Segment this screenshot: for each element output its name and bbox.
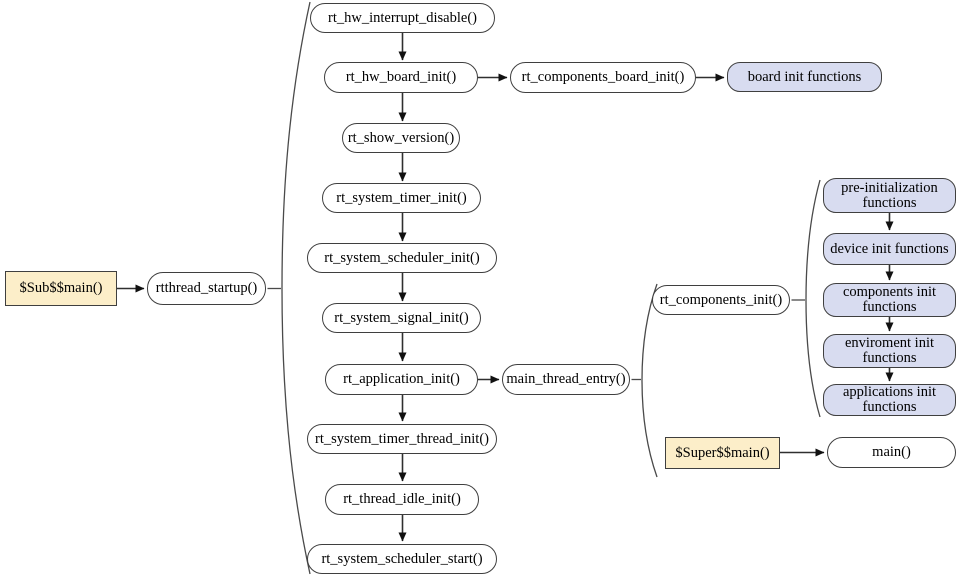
node-rtthread-startup: rtthread_startup()	[147, 272, 266, 305]
node-main: main()	[827, 437, 956, 468]
node-rt-hw-board-init: rt_hw_board_init()	[324, 62, 478, 93]
node-rt-system-signal-init: rt_system_signal_init()	[322, 303, 481, 333]
node-applications-init-functions: applications init functions	[823, 384, 956, 416]
node-main-thread-entry: main_thread_entry()	[502, 364, 630, 395]
node-rt-system-scheduler-init: rt_system_scheduler_init()	[307, 243, 497, 273]
node-rt-components-init: rt_components_init()	[652, 285, 790, 315]
node-board-init-functions: board init functions	[727, 62, 882, 92]
node-sub-main: $Sub$$main()	[5, 271, 117, 306]
brace-startup	[281, 1, 311, 575]
node-pre-initialization-functions: pre-initialization functions	[823, 178, 956, 213]
flow-arrows	[117, 33, 894, 542]
node-rt-hw-interrupt-disable: rt_hw_interrupt_disable()	[310, 3, 495, 33]
node-enviroment-init-functions: enviroment init functions	[823, 334, 956, 368]
brace-connectors	[267, 1, 821, 575]
node-rt-thread-idle-init: rt_thread_idle_init()	[325, 484, 479, 515]
node-rt-system-scheduler-start: rt_system_scheduler_start()	[307, 544, 497, 574]
node-rt-show-version: rt_show_version()	[342, 123, 460, 153]
node-rt-system-timer-init: rt_system_timer_init()	[322, 183, 481, 213]
node-components-init-functions: components init functions	[823, 283, 956, 317]
node-rt-components-board-init: rt_components_board_init()	[510, 62, 696, 93]
brace-components	[805, 179, 821, 418]
node-super-main: $Super$$main()	[665, 437, 780, 469]
node-device-init-functions: device init functions	[823, 233, 956, 265]
brace-main-thread	[641, 283, 658, 478]
node-rt-application-init: rt_application_init()	[325, 364, 478, 395]
node-rt-system-timer-thread-init: rt_system_timer_thread_init()	[307, 424, 497, 454]
